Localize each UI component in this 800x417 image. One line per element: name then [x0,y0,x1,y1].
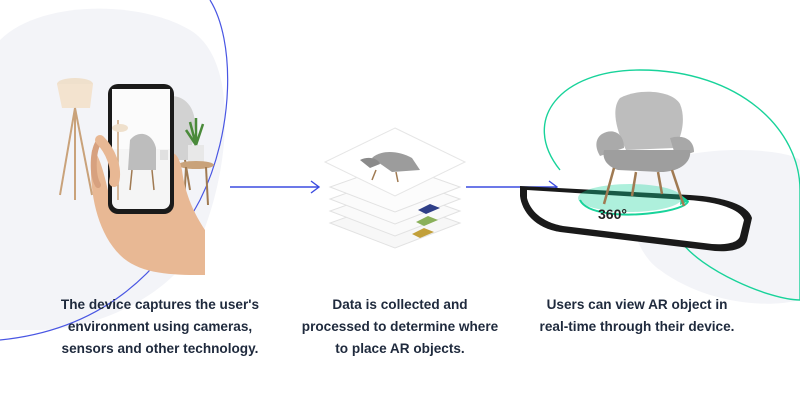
step2-caption: Data is collected and processed to deter… [301,297,499,356]
outline-curve-left [0,0,229,341]
step3-caption: Users can view AR object in real-time th… [539,297,735,334]
ar-phone [520,91,752,252]
outline-curve-right [543,69,800,301]
rotation-label: 360° [598,206,627,222]
arrow-step1-to-step2 [230,180,321,194]
step1-caption: The device captures the user's environme… [60,297,260,356]
hand-holding-phone [90,84,205,275]
data-layer-stack [323,127,467,249]
